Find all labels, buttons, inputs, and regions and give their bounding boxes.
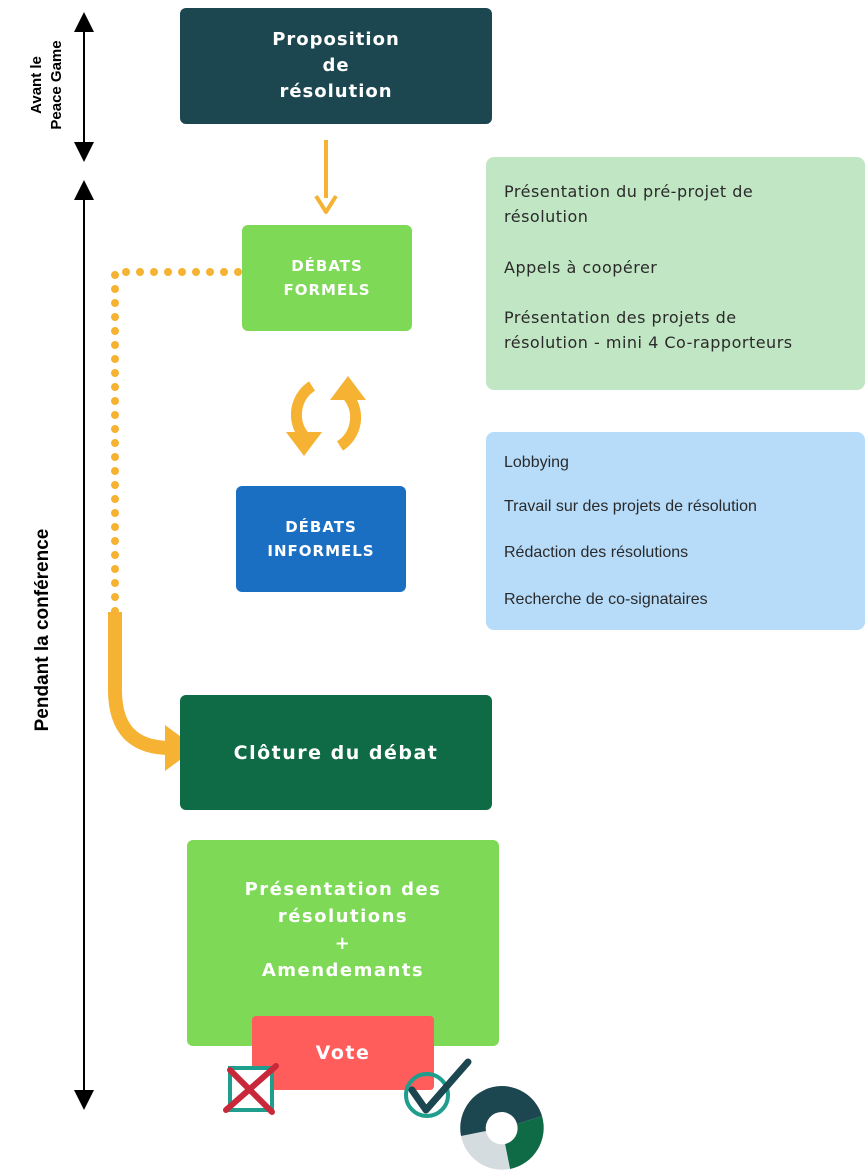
cloture-box: Clôture du débat [180, 695, 492, 810]
cross-checkbox-icon [223, 1063, 279, 1115]
informal-debates-panel: Lobbying Travail sur des projets de réso… [486, 432, 865, 630]
debats-formels-box: DÉBATS FORMELS [242, 225, 412, 331]
timeline-arrows [74, 11, 94, 1110]
informal-item: Lobbying [504, 454, 569, 471]
formal-item: Présentation des projets de résolution -… [504, 308, 793, 352]
checkmark-circle-icon [404, 1058, 472, 1118]
curve-arrow-line [108, 612, 171, 755]
proposition-box: Proposition de résolution [180, 8, 492, 124]
formal-debates-panel: Présentation du pré-projet de résolution… [486, 157, 865, 390]
formal-item: Appels à coopérer [504, 258, 658, 277]
debats-informels-text: DÉBATS INFORMELS [267, 518, 375, 560]
cloture-text: Clôture du débat [233, 741, 439, 764]
informal-item: Travail sur des projets de résolution [504, 498, 757, 515]
presentation-text: Présentation des résolutions + Amendeman… [244, 879, 442, 981]
vote-text: Vote [315, 1042, 371, 1064]
cycle-arrows-icon [286, 376, 366, 456]
dotted-loop-line [111, 268, 242, 616]
vote-box: Vote [252, 1016, 434, 1090]
donut-chart-icon [460, 1086, 544, 1170]
debats-informels-box: DÉBATS INFORMELS [236, 486, 406, 592]
down-arrow-head [314, 194, 338, 214]
presentation-box: Présentation des résolutions + Amendeman… [187, 840, 499, 1046]
proposition-text: Proposition de résolution [272, 29, 400, 102]
debats-formels-text: DÉBATS FORMELS [283, 257, 371, 299]
informal-item: Recherche de co-signataires [504, 591, 708, 608]
informal-item: Rédaction des résolutions [504, 544, 689, 561]
formal-item: Présentation du pré-projet de résolution [504, 182, 754, 226]
